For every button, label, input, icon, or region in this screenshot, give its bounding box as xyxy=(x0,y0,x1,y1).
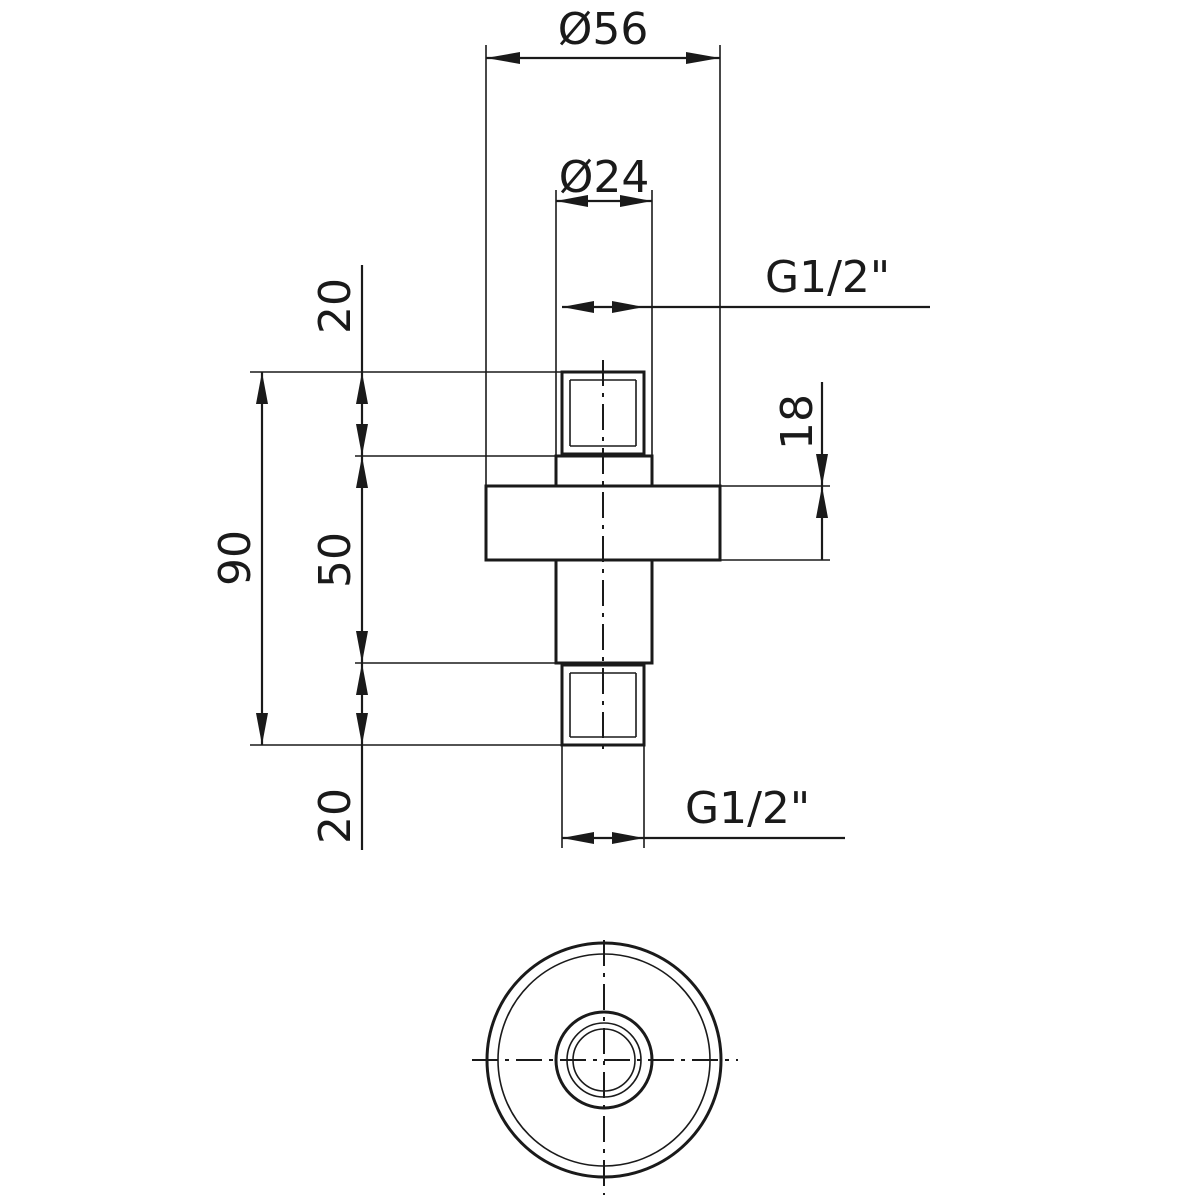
arrow-head xyxy=(686,52,720,64)
arrow-head xyxy=(816,454,828,486)
dim-flange-18: 18 xyxy=(720,382,830,561)
arrow-head xyxy=(256,713,268,745)
arrow-head xyxy=(556,195,588,207)
label-thread-bottom: G1/2" xyxy=(685,783,810,834)
arrow-head xyxy=(612,301,644,313)
label-bottom-thread-20: 20 xyxy=(310,788,361,844)
arrow-head xyxy=(356,631,368,663)
dim-height-90: 90 xyxy=(210,372,268,745)
arrow-head xyxy=(356,663,368,695)
arrow-head xyxy=(620,195,652,207)
dim-diameter-56: Ø56 xyxy=(485,4,721,486)
arrow-head xyxy=(356,713,368,745)
arrow-head xyxy=(562,301,594,313)
arrow-head xyxy=(486,52,520,64)
label-flange-18: 18 xyxy=(772,394,823,450)
label-thread-top: G1/2" xyxy=(765,252,890,303)
arrow-head xyxy=(356,456,368,488)
label-top-thread-20: 20 xyxy=(310,278,361,334)
label-height-90: 90 xyxy=(210,530,261,586)
side-view xyxy=(484,360,722,755)
left-extension-lines xyxy=(250,371,562,746)
arrow-head xyxy=(356,424,368,456)
dim-thread-top: G1/2" xyxy=(562,252,930,313)
arrow-head xyxy=(612,832,644,844)
label-diameter-24: Ø24 xyxy=(559,152,650,203)
arrow-head xyxy=(816,486,828,518)
arrow-head xyxy=(256,372,268,404)
arrow-head xyxy=(356,372,368,404)
dim-chain-left: 20 50 20 xyxy=(310,265,368,850)
top-view xyxy=(472,940,738,1195)
label-diameter-56: Ø56 xyxy=(558,4,649,55)
label-body-50: 50 xyxy=(310,532,361,588)
dim-thread-bottom: G1/2" xyxy=(561,745,845,848)
dim-diameter-24: Ø24 xyxy=(555,152,653,456)
arrow-head xyxy=(562,832,594,844)
